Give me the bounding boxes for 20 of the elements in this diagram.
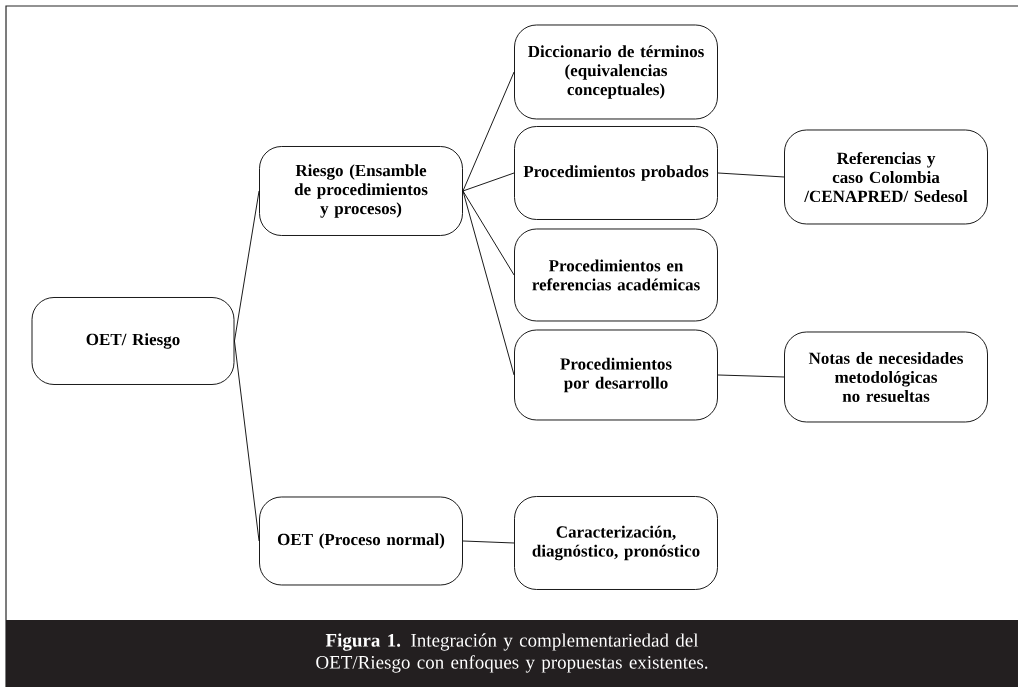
connector-line [462,172,515,192]
connector-line [717,374,785,378]
connector-line [717,172,785,178]
process-box: OET (Proceso normal) [259,496,463,586]
process-box: Diccionario de términos (equivalencias conceptuales) [514,24,718,120]
connector-line [462,190,515,376]
connector-line [234,190,260,342]
process-box: Caracterización, diagnóstico, pronóstico [514,496,718,590]
process-box: Procedimientos probados [514,126,718,220]
process-box: Notas de necesidades metodológicas no resueltas [784,331,988,423]
process-box: Procedimientos en referencias académicas [514,228,718,322]
process-box: Procedimientos por desarrollo [514,329,718,421]
process-box: Riesgo (Ensamble de procedimientos y procesos) [259,146,463,236]
connector-line [462,540,515,544]
connector-line [462,71,515,192]
process-box: Referencias y caso Colombia /CENAPRED/ Sedesol [784,129,988,225]
connector-line [462,190,515,276]
caption-band: Figura 1. Integración y complementariedad del OET/Riesgo con enfoques y propuestas existentes. [6,620,1018,687]
process-box: OET/ Riesgo [31,297,235,385]
connector-line [234,340,260,542]
